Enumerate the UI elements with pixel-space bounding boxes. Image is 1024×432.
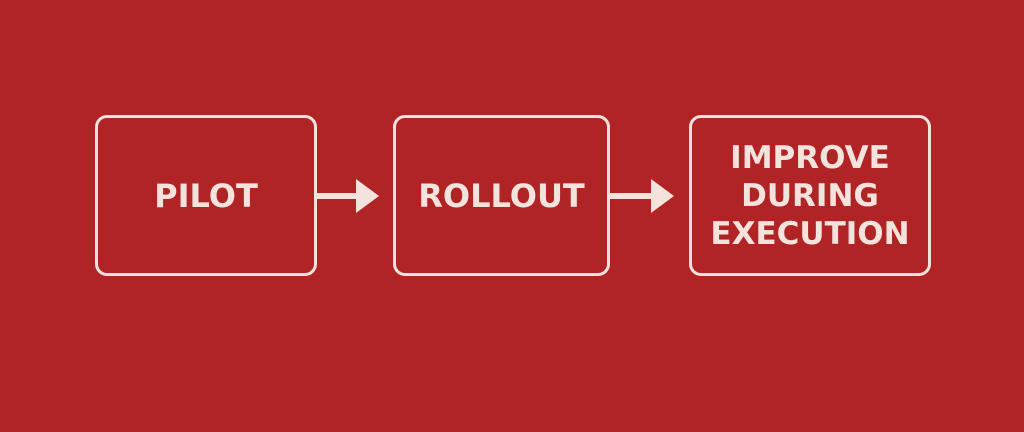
step-rollout-label: ROLLOUT [418, 176, 585, 215]
step-improve-box: IMPROVE DURING EXECUTION [689, 115, 931, 276]
arrow-right-icon [316, 179, 379, 213]
step-pilot-box: PILOT [95, 115, 317, 276]
step-rollout-box: ROLLOUT [393, 115, 610, 276]
arrow-right-icon [609, 179, 674, 213]
step-improve-label-line1: IMPROVE [730, 139, 890, 176]
step-improve-label-line2: DURING [741, 177, 879, 214]
step-pilot-label: PILOT [154, 176, 258, 215]
step-improve-label-line3: EXECUTION [710, 215, 910, 252]
